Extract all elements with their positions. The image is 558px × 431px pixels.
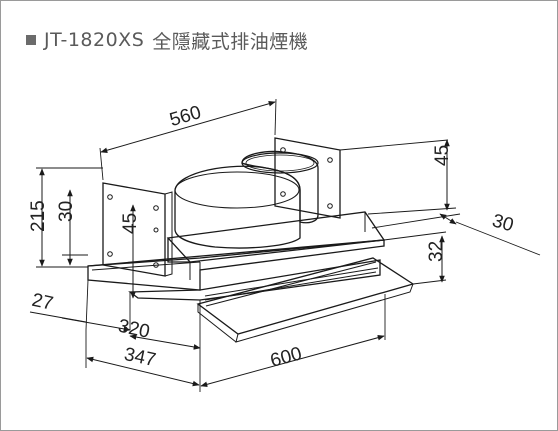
dim-560: 560 (99, 98, 277, 181)
dim-215: 215 (28, 167, 103, 268)
dim-label-600: 600 (268, 343, 304, 371)
dim-45-left: 45 (120, 204, 141, 299)
model-number: JT-1820XS (44, 29, 145, 51)
title-bullet-icon (26, 35, 36, 45)
dim-32: 32 (383, 231, 447, 285)
dim-30-left: 30 (56, 189, 88, 266)
dim-45-right: 45 (339, 139, 457, 215)
dim-30-right: 30 (371, 210, 541, 256)
dim-label-32: 32 (426, 241, 447, 262)
diagram-title: JT-1820XS 全隱藏式排油煙機 (26, 26, 308, 54)
dim-600: 600 (200, 294, 386, 388)
dim-label-30-left: 30 (56, 201, 77, 222)
dim-label-30-right: 30 (490, 210, 516, 236)
dim-label-45-left: 45 (120, 213, 141, 234)
left-bracket (102, 182, 173, 277)
dim-label-27: 27 (30, 290, 55, 315)
blower-housing (174, 150, 319, 249)
product-name: 全隱藏式排油煙機 (152, 30, 309, 53)
dim-label-347: 347 (122, 344, 157, 371)
dim-label-215: 215 (28, 200, 49, 232)
right-bracket (274, 137, 341, 219)
dim-label-45-right: 45 (432, 145, 453, 166)
dim-label-560: 560 (167, 102, 203, 131)
dim-label-320: 320 (116, 316, 151, 343)
dim-27: 27 (29, 279, 131, 332)
